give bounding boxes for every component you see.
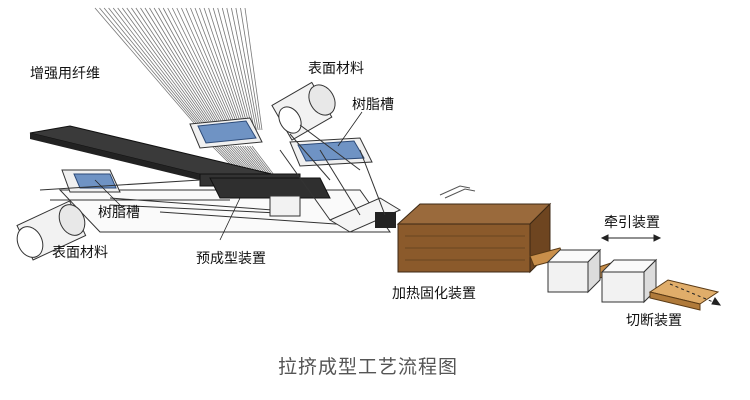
fiber-strand <box>208 7 248 131</box>
resin-tank-upper-left <box>189 117 263 149</box>
surface-material-roll-bottom <box>16 179 230 261</box>
heating-curing-device <box>396 185 552 274</box>
reinforcing-fiber-label: 增强用纤维 <box>30 66 100 82</box>
fiber-strand <box>149 7 223 131</box>
fiber-strand <box>190 7 240 131</box>
preforming-device <box>209 149 402 233</box>
flow-arrows <box>600 234 722 306</box>
surface-material-roll-top <box>271 81 361 181</box>
fiber-strand <box>171 7 233 131</box>
surface-material-bottom-label: 表面材料 <box>52 245 108 261</box>
fiber-strand <box>135 7 218 131</box>
leader-lines <box>94 111 363 241</box>
resin-tank-bottom-label: 树脂槽 <box>98 205 140 221</box>
fiber-strand <box>162 7 229 131</box>
fiber-strand <box>167 7 231 131</box>
fiber-strand <box>181 7 237 131</box>
fiber-strand <box>240 7 261 131</box>
fiber-strand <box>231 7 257 131</box>
cut-product <box>648 279 720 311</box>
fiber-strand <box>144 7 222 131</box>
fiber-strand <box>244 7 263 131</box>
fiber-strand <box>140 7 220 131</box>
preforming-device-label: 预成型装置 <box>196 251 266 267</box>
diagram-caption: 拉挤成型工艺流程图 <box>278 356 459 378</box>
fiber-strand <box>185 7 238 131</box>
fiber-strand <box>103 7 205 131</box>
fiber-strand <box>203 7 246 131</box>
fiber-strand <box>199 7 244 131</box>
fiber-strand <box>117 7 210 131</box>
resin-tank-right <box>289 137 373 167</box>
fiber-strand <box>235 7 259 131</box>
pulling-device <box>546 248 658 304</box>
heating-curing-device-label: 加热固化装置 <box>392 286 476 302</box>
fiber-strand <box>99 7 203 131</box>
cutting-device-label: 切断装置 <box>626 313 682 329</box>
fiber-strand <box>121 7 212 131</box>
fiber-strand <box>131 7 216 131</box>
resin-tank-lower <box>61 169 121 193</box>
fiber-strand <box>153 7 225 131</box>
fiber-strand <box>221 7 253 131</box>
surface-material-top-label: 表面材料 <box>308 61 364 77</box>
fiber-strand <box>212 7 250 131</box>
fiber-strand <box>194 7 242 131</box>
fiber-strand <box>226 7 255 131</box>
fiber-strand <box>176 7 235 131</box>
pulling-device-label: 牵引装置 <box>604 215 660 231</box>
fiber-strand <box>94 7 201 131</box>
fiber-strand <box>126 7 214 131</box>
fiber-strand <box>158 7 227 131</box>
fiber-strand <box>112 7 208 131</box>
fiber-strand <box>217 7 252 131</box>
fiber-strand <box>108 7 206 131</box>
resin-tank-top-label: 树脂槽 <box>352 97 394 113</box>
